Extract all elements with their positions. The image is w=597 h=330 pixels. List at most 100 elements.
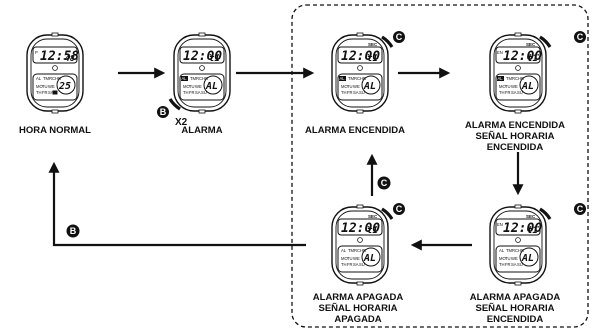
label-senal-horaria-1: SEÑAL HORARIA [476, 131, 555, 142]
svg-text:TH: TH [341, 90, 347, 95]
svg-text:WE: WE [511, 84, 518, 89]
svg-text:WE: WE [48, 84, 55, 89]
svg-text:AL: AL [363, 253, 376, 264]
svg-text:MO: MO [36, 84, 43, 89]
svg-text:AL: AL [182, 76, 188, 81]
svg-text:EN: EN [497, 50, 503, 55]
label-senal-horaria-3: SEÑAL HORARIA [319, 303, 398, 314]
alarm-setting-loop-boundary [291, 4, 589, 328]
svg-text:B: B [70, 226, 77, 236]
svg-text:t1: t1 [209, 54, 220, 64]
label-hora-normal: HORA NORMAL [19, 125, 91, 136]
svg-text:t1: t1 [367, 226, 378, 236]
watch-alarma-apagada-senal-encendida: EN SEC 12:00 t1 AL TMR CHR MO TU WE TH F… [489, 204, 552, 286]
svg-text:SEC: SEC [368, 214, 378, 219]
svg-text:C: C [396, 32, 403, 42]
svg-text:SA: SA [353, 90, 359, 95]
svg-text:MO: MO [341, 256, 348, 261]
svg-text:SU: SU [359, 262, 365, 267]
svg-text:C: C [396, 204, 403, 214]
svg-text:SU: SU [517, 90, 523, 95]
svg-text:AL: AL [205, 81, 218, 92]
svg-text:C: C [577, 32, 584, 42]
svg-text:TMR: TMR [348, 248, 357, 253]
button-c-press-badge-4: C [393, 203, 405, 215]
svg-text:SEC: SEC [526, 42, 536, 47]
alarm-time-readout: 12:00 [183, 49, 222, 64]
svg-text:EN: EN [497, 222, 503, 227]
normal-seconds-readout: 48 [65, 54, 75, 63]
svg-text:MO: MO [183, 84, 190, 89]
svg-text:MO: MO [499, 84, 506, 89]
svg-text:SA: SA [195, 90, 201, 95]
svg-text:FR: FR [347, 90, 353, 95]
svg-text:AL: AL [341, 248, 347, 253]
label-alarma: ALARMA [181, 125, 222, 136]
svg-text:AL: AL [521, 253, 534, 264]
svg-text:TH: TH [183, 90, 189, 95]
svg-text:TU: TU [42, 84, 48, 89]
svg-text:FR: FR [505, 90, 511, 95]
svg-text:FR: FR [505, 262, 511, 267]
svg-text:TMR: TMR [348, 76, 357, 81]
button-c-press-badge-1: C [393, 31, 405, 43]
svg-text:CHR: CHR [357, 248, 366, 253]
button-c-press-badge-3: C [574, 203, 586, 215]
svg-text:MO: MO [341, 84, 348, 89]
press-twice-label: X2 [175, 117, 188, 128]
svg-text:TU: TU [505, 256, 511, 261]
svg-text:SU: SU [359, 90, 365, 95]
label-encendida-1: ENCENDIDA [487, 142, 544, 153]
watch-hora-normal: P 12:58 48 AL TMR CHR MO TU WE TH FR SA … [26, 32, 84, 114]
svg-text:C: C [577, 204, 584, 214]
svg-text:12:00: 12:00 [341, 49, 380, 64]
svg-text:FR: FR [189, 90, 195, 95]
label-senal-horaria-2: SEÑAL HORARIA [476, 303, 555, 314]
svg-text:B: B [160, 107, 167, 117]
label-apagada: APAGADA [334, 314, 381, 325]
svg-text:AL: AL [499, 248, 505, 253]
svg-text:SU: SU [201, 90, 207, 95]
watch-alarma-encendida: SEC 12:00 t1 AL TMR CHR MO TU WE TH FR S… [331, 32, 394, 114]
svg-text:12:00: 12:00 [503, 221, 542, 236]
svg-text:FR: FR [42, 90, 48, 95]
button-c-badge: C [377, 176, 391, 190]
svg-text:TU: TU [505, 84, 511, 89]
label-alarma-apagada-2: ALARMA APAGADA [313, 292, 404, 303]
label-alarma-encendida-2: ALARMA ENCENDIDA [465, 120, 565, 131]
svg-text:CHR: CHR [52, 76, 61, 81]
svg-text:SA: SA [353, 262, 359, 267]
svg-text:AL: AL [521, 81, 534, 92]
svg-text:C: C [381, 178, 388, 188]
svg-text:CHR: CHR [357, 76, 366, 81]
svg-text:P: P [35, 50, 38, 55]
svg-text:TH: TH [499, 262, 505, 267]
svg-text:TMR: TMR [506, 76, 515, 81]
svg-text:WE: WE [511, 256, 518, 261]
svg-text:TMR: TMR [190, 76, 199, 81]
svg-text:CHR: CHR [515, 76, 524, 81]
button-c-press-badge-2: C [574, 31, 586, 43]
svg-text:WE: WE [353, 84, 360, 89]
svg-text:TU: TU [347, 84, 353, 89]
svg-text:SA: SA [511, 262, 517, 267]
svg-text:TH: TH [341, 262, 347, 267]
normal-time-readout: 12:58 [40, 49, 79, 64]
svg-text:AL: AL [340, 76, 346, 81]
svg-text:t1: t1 [367, 54, 378, 64]
watch-alarma-apagada-senal-apagada: SEC 12:00 t1 AL TMR CHR MO TU WE TH FR S… [331, 204, 394, 286]
svg-text:t1: t1 [527, 226, 538, 236]
label-alarma-apagada-1: ALARMA APAGADA [470, 292, 561, 303]
svg-text:12:00: 12:00 [341, 221, 380, 236]
svg-text:AL: AL [363, 81, 376, 92]
button-b-press-badge: B [157, 106, 169, 118]
svg-text:SEC: SEC [368, 42, 378, 47]
svg-text:TH: TH [36, 90, 42, 95]
svg-text:FR: FR [347, 262, 353, 267]
svg-text:SA: SA [48, 90, 54, 95]
flow-arrows [48, 67, 524, 251]
svg-text:t1: t1 [527, 54, 538, 64]
svg-text:AL: AL [36, 76, 42, 81]
svg-text:TMR: TMR [506, 248, 515, 253]
